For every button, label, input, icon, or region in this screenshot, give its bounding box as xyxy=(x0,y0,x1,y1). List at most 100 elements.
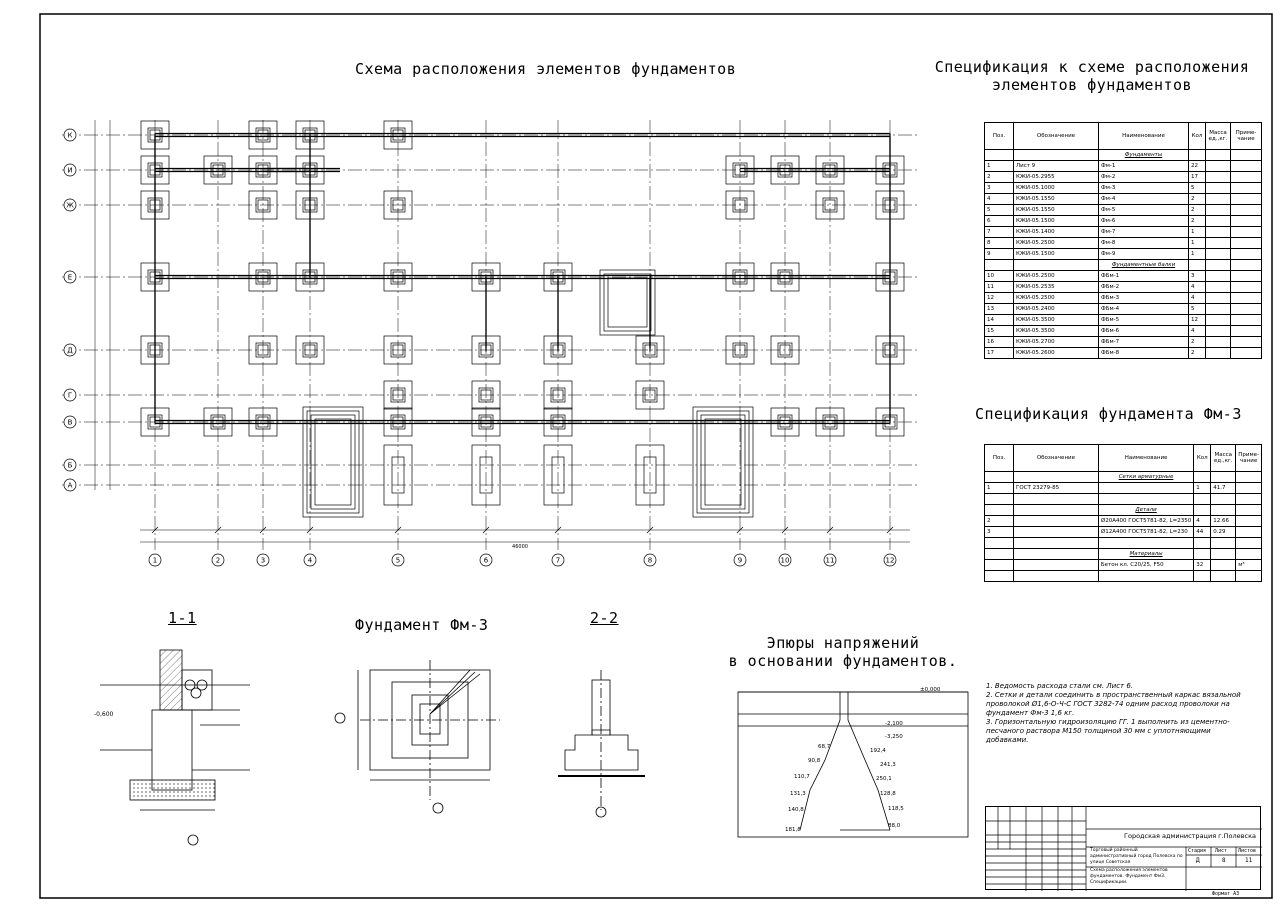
sheets-value: 11 xyxy=(1245,857,1253,864)
foundation-pad xyxy=(770,407,800,437)
foundation-pad xyxy=(248,407,278,437)
foundation-pad xyxy=(383,190,413,220)
org-name: Городская администрация г.Полевска xyxy=(1124,832,1256,840)
foundation-pad xyxy=(471,444,501,506)
foundation-pad xyxy=(770,335,800,365)
foundation-pad xyxy=(543,380,573,410)
elev-3: -3,250 xyxy=(885,734,903,740)
svg-text:Г: Г xyxy=(68,392,72,400)
svg-text:128,8: 128,8 xyxy=(880,791,896,797)
stage-value: Д xyxy=(1196,857,1200,864)
axis-marker xyxy=(391,553,405,567)
format-label: Формат А3 xyxy=(1212,891,1240,897)
fm3-drawing xyxy=(334,660,500,814)
axis-marker xyxy=(63,198,77,212)
svg-text:В: В xyxy=(68,419,73,427)
foundation-pad xyxy=(471,407,501,437)
axis-marker xyxy=(883,553,897,567)
svg-text:68,7: 68,7 xyxy=(818,744,831,750)
note-3: 3. Горизонтальную гидроизоляцию ГГ. 1 вы… xyxy=(986,718,1230,744)
foundation-pad xyxy=(248,335,278,365)
foundation-pad xyxy=(302,406,364,518)
svg-text:Б: Б xyxy=(68,462,73,470)
foundation-pad xyxy=(383,262,413,292)
svg-text:7: 7 xyxy=(556,557,560,565)
elev-top: ±0,000 xyxy=(920,687,941,693)
svg-text:46000: 46000 xyxy=(512,544,528,550)
foundation-pad xyxy=(543,444,573,506)
foundation-pad xyxy=(725,335,755,365)
stage-label: Стадия xyxy=(1188,848,1207,854)
axis-marker xyxy=(303,553,317,567)
foundation-pad xyxy=(383,444,413,506)
axis-marker xyxy=(551,553,565,567)
svg-text:12: 12 xyxy=(886,557,895,565)
section-1-drawing: -0,600 xyxy=(94,649,250,846)
spec-main-title: Спецификация к схеме расположения элемен… xyxy=(934,58,1250,94)
elev-2: -2,100 xyxy=(885,721,903,727)
fm3-title: Фундамент Фм-3 xyxy=(355,616,489,634)
axis-marker xyxy=(479,553,493,567)
svg-text:Ж: Ж xyxy=(66,202,74,210)
svg-text:4: 4 xyxy=(308,557,313,565)
foundation-pad xyxy=(248,120,278,150)
axis-marker xyxy=(63,343,77,357)
foundation-pad xyxy=(203,407,233,437)
axis-marker xyxy=(256,553,270,567)
sheet-value: 8 xyxy=(1222,857,1226,864)
foundation-pad xyxy=(635,380,665,410)
svg-text:10: 10 xyxy=(781,557,790,565)
svg-text:250,1: 250,1 xyxy=(876,776,892,782)
foundation-pad xyxy=(295,335,325,365)
spec-fm3-title: Спецификация фундамента Фм-3 xyxy=(975,405,1242,423)
title-block: Городская администрация г.Полевска Торго… xyxy=(985,806,1262,891)
svg-text:2: 2 xyxy=(216,557,220,565)
svg-text:131,3: 131,3 xyxy=(790,791,806,797)
foundation-pad xyxy=(203,155,233,185)
svg-text:11: 11 xyxy=(826,557,835,565)
project-name: Торговый районный административный город… xyxy=(1090,848,1183,865)
elev-label: -0,600 xyxy=(94,711,114,718)
svg-text:И: И xyxy=(67,167,72,175)
axis-marker xyxy=(63,388,77,402)
svg-text:110,7: 110,7 xyxy=(794,774,810,780)
foundation-pad xyxy=(770,155,800,185)
foundation-pad xyxy=(248,190,278,220)
foundation-pad xyxy=(725,262,755,292)
sheet-title: Схема расположения элементов фундаментов… xyxy=(1090,868,1168,885)
foundation-pad xyxy=(471,380,501,410)
title-block-grid xyxy=(986,807,1262,891)
svg-text:181,8: 181,8 xyxy=(785,827,801,833)
sheets-label: Листов xyxy=(1238,848,1257,854)
axis-marker xyxy=(63,415,77,429)
svg-text:9: 9 xyxy=(738,557,742,565)
foundation-beams xyxy=(154,132,891,425)
spec-main-table: Поз. Обозначение Наименование Кол Масса … xyxy=(984,122,1262,359)
svg-text:5: 5 xyxy=(396,557,400,565)
foundation-pad xyxy=(383,120,413,150)
note-2: 2. Сетки и детали соединить в пространст… xyxy=(986,691,1241,717)
pit xyxy=(599,269,656,336)
svg-text:90,8: 90,8 xyxy=(808,758,821,764)
axis-marker xyxy=(643,553,657,567)
stress-diagram: ±0,000 -2,100 -3,250 68,7 90,8 110,7 131… xyxy=(737,687,969,838)
axis-marker xyxy=(63,163,77,177)
notes: 1. Ведомость расхода стали см. Лист 6. 2… xyxy=(986,682,1254,745)
